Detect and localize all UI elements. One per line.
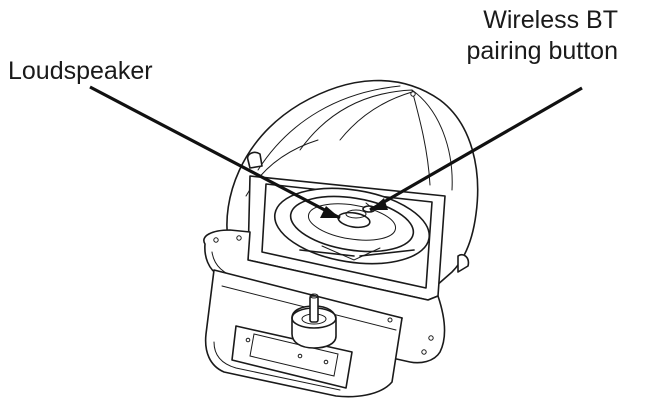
- bt-label-line-1: Wireless BT: [483, 6, 618, 34]
- plate-screw-3: [323, 359, 329, 365]
- dome-boss: [410, 91, 416, 97]
- side-hinge-right: [457, 253, 470, 273]
- plate-screw-2: [297, 353, 303, 359]
- base-screw: [387, 317, 393, 323]
- bt-label-line-2: pairing button: [466, 37, 618, 65]
- speaker-dust-cap-top: [345, 209, 367, 219]
- dome-rib-4: [339, 91, 413, 141]
- flange-screw-1: [213, 237, 219, 243]
- antenna-post: [309, 295, 319, 323]
- loudspeaker-label: Loudspeaker: [8, 57, 153, 85]
- plate-screw-1: [245, 337, 251, 343]
- speaker-cone: [289, 195, 415, 253]
- flange-screw-4: [421, 349, 427, 355]
- dome-rib-1: [257, 85, 401, 171]
- leader-loudspeaker: [89, 85, 341, 220]
- leader-bt-button: [369, 86, 583, 212]
- flange-screw-3: [428, 335, 434, 341]
- strut-diagonal: [299, 249, 415, 257]
- antenna-post-cap: [309, 293, 319, 299]
- bt-button-stem: [365, 202, 373, 209]
- bt-pairing-button-label: Wireless BT pairing button: [466, 5, 618, 67]
- arrowhead-loudspeaker: [320, 206, 340, 218]
- strut-lower: [321, 245, 381, 261]
- arrowhead-bt-button: [370, 198, 388, 210]
- base-bottom-edge: [213, 341, 341, 391]
- speaker-cone-inner: [307, 203, 397, 241]
- side-hinge-left: [246, 151, 263, 169]
- flange-screw-2: [236, 235, 242, 241]
